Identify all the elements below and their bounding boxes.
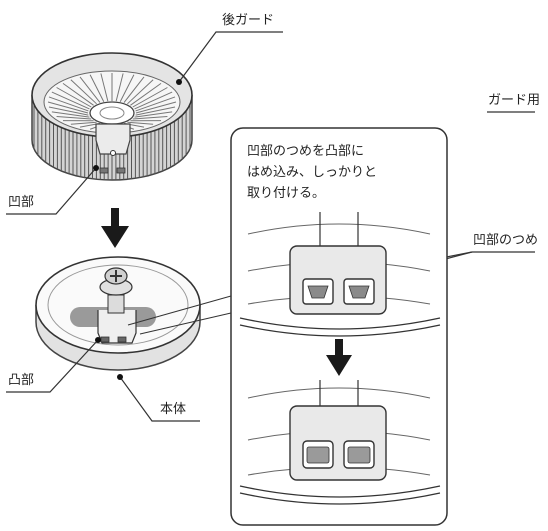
main-body-illustration (35, 256, 201, 371)
detail-before (239, 212, 441, 337)
detail-after (239, 380, 441, 505)
label-for-guard: ガード用 (488, 93, 541, 108)
engaged-claw-left (302, 440, 334, 469)
engaged-claw-right (343, 440, 375, 469)
instruction-text: 凹部のつめを凸部に はめ込み、しっかりと 取り付ける。 (247, 141, 377, 204)
recess-claw-right (343, 278, 375, 305)
recess-claw-left (302, 278, 334, 305)
down-arrow-icon (101, 208, 129, 248)
label-rear-guard: 後ガード (222, 13, 275, 28)
label-recess-claw: 凹部のつめ (473, 233, 539, 248)
instruction-line-3: 取り付ける。 (247, 186, 326, 201)
detail-panel (230, 127, 448, 526)
rear-guard-illustration (31, 52, 193, 181)
down-arrow-small-icon (326, 339, 352, 376)
zoom-lines (127, 295, 232, 335)
instruction-line-1: 凹部のつめを凸部に (247, 144, 365, 159)
label-main-body: 本体 (160, 402, 187, 417)
label-protrusion: 凸部 (8, 373, 35, 388)
label-recess: 凹部 (8, 195, 35, 210)
instruction-line-2: はめ込み、しっかりと (247, 165, 378, 180)
